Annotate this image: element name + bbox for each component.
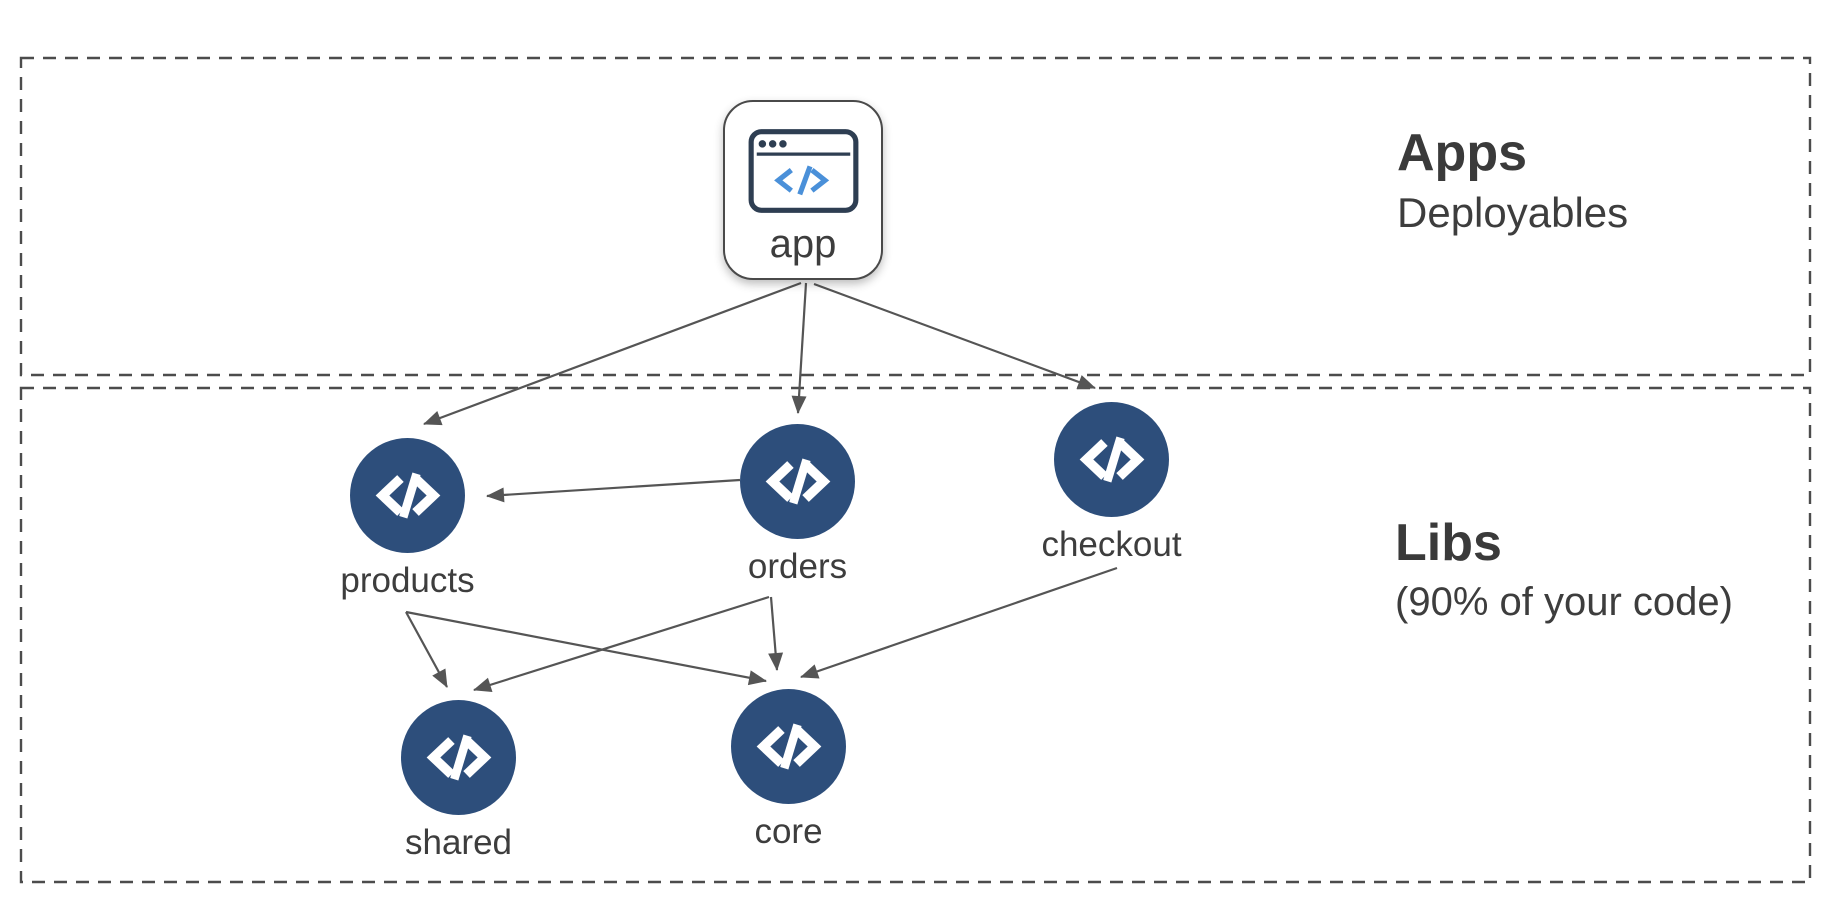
node-core: core [731,689,846,852]
apps-section-label: Apps Deployables [1397,124,1628,238]
node-checkout: checkout [1041,402,1182,565]
node-orders: orders [740,424,855,587]
edge-orders-to-core [768,596,784,671]
edge-orders-to-products [486,478,741,503]
apps-section-title: Apps [1397,124,1527,182]
library-circle-core [731,689,846,804]
node-app: app [723,100,883,280]
edge-products-to-core [405,610,767,686]
library-circle-products [350,438,465,553]
node-label-products: products [340,561,475,600]
code-icon [1079,436,1144,483]
library-circle-orders [740,424,855,539]
libs-section-border [19,386,1812,884]
edge-orders-to-shared [473,595,770,693]
edge-app-to-orders [791,282,808,414]
code-icon [426,734,491,781]
edge-app-to-checkout [813,282,1096,390]
libs-section-label: Libs (90% of your code) [1395,514,1733,626]
code-icon [756,723,821,770]
code-icon [375,472,440,519]
browser-window-code-icon [748,129,858,213]
node-label-shared: shared [404,823,513,862]
library-circle-checkout [1054,402,1169,517]
node-shared: shared [401,700,516,863]
edge-products-to-shared [405,611,448,688]
node-label-checkout: checkout [1041,525,1182,564]
library-circle-shared [401,700,516,815]
code-icon [765,458,830,505]
edge-checkout-to-core [800,566,1118,679]
node-products: products [340,438,475,601]
libs-section-title: Libs [1395,514,1502,572]
libs-section-subtitle: (90% of your code) [1395,579,1733,624]
node-label-app: app [769,222,837,266]
node-label-orders: orders [747,547,848,586]
apps-section-border [19,56,1812,377]
apps-section-subtitle: Deployables [1397,188,1629,236]
node-label-core: core [754,812,823,851]
edge-app-to-products [423,281,802,426]
